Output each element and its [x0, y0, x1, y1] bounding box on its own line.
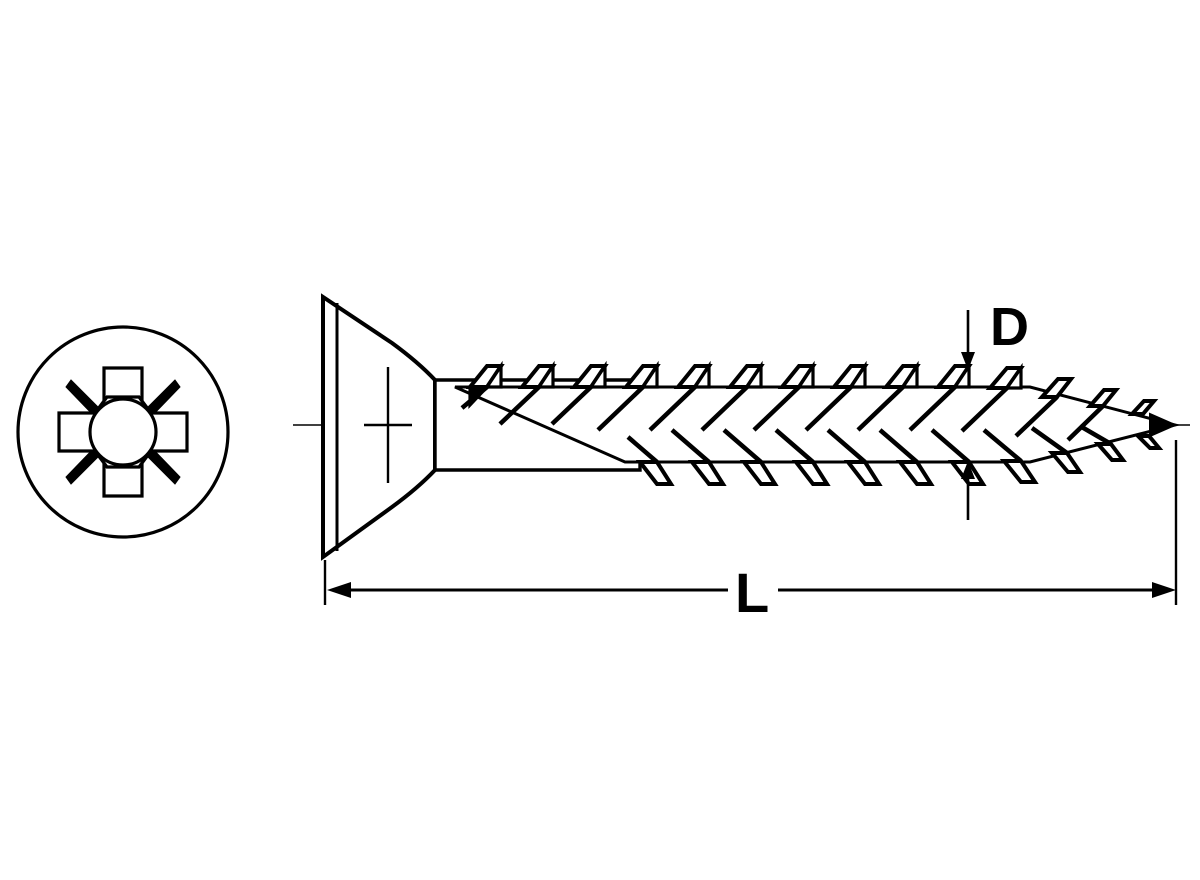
screw-tip-point	[1149, 412, 1178, 438]
dimension-D-lower-arrowhead	[961, 461, 975, 479]
pozidriv-center-hub	[88, 397, 158, 467]
thread-lower-helix-group	[626, 424, 1113, 464]
thread-helix-line-group	[460, 385, 1105, 442]
dimension-D: D	[961, 297, 1029, 520]
dimension-L: L	[323, 440, 1178, 624]
pozidriv-head-view	[16, 325, 230, 539]
thread-lower-tooth-group	[635, 434, 1164, 486]
head-outer-circle	[16, 325, 230, 539]
dimension-L-left-arrowhead	[327, 582, 351, 598]
dimension-D-upper-arrowhead	[961, 352, 975, 370]
screw-side-view	[321, 293, 1181, 561]
thread-flight-group	[465, 364, 1159, 416]
pozidriv-rib-group	[65, 379, 181, 485]
dimension-L-right-arrowhead	[1152, 582, 1176, 598]
head-cross-mark	[364, 367, 412, 483]
dimension-L-label: L	[735, 561, 769, 624]
dimension-D-label: D	[990, 297, 1029, 357]
